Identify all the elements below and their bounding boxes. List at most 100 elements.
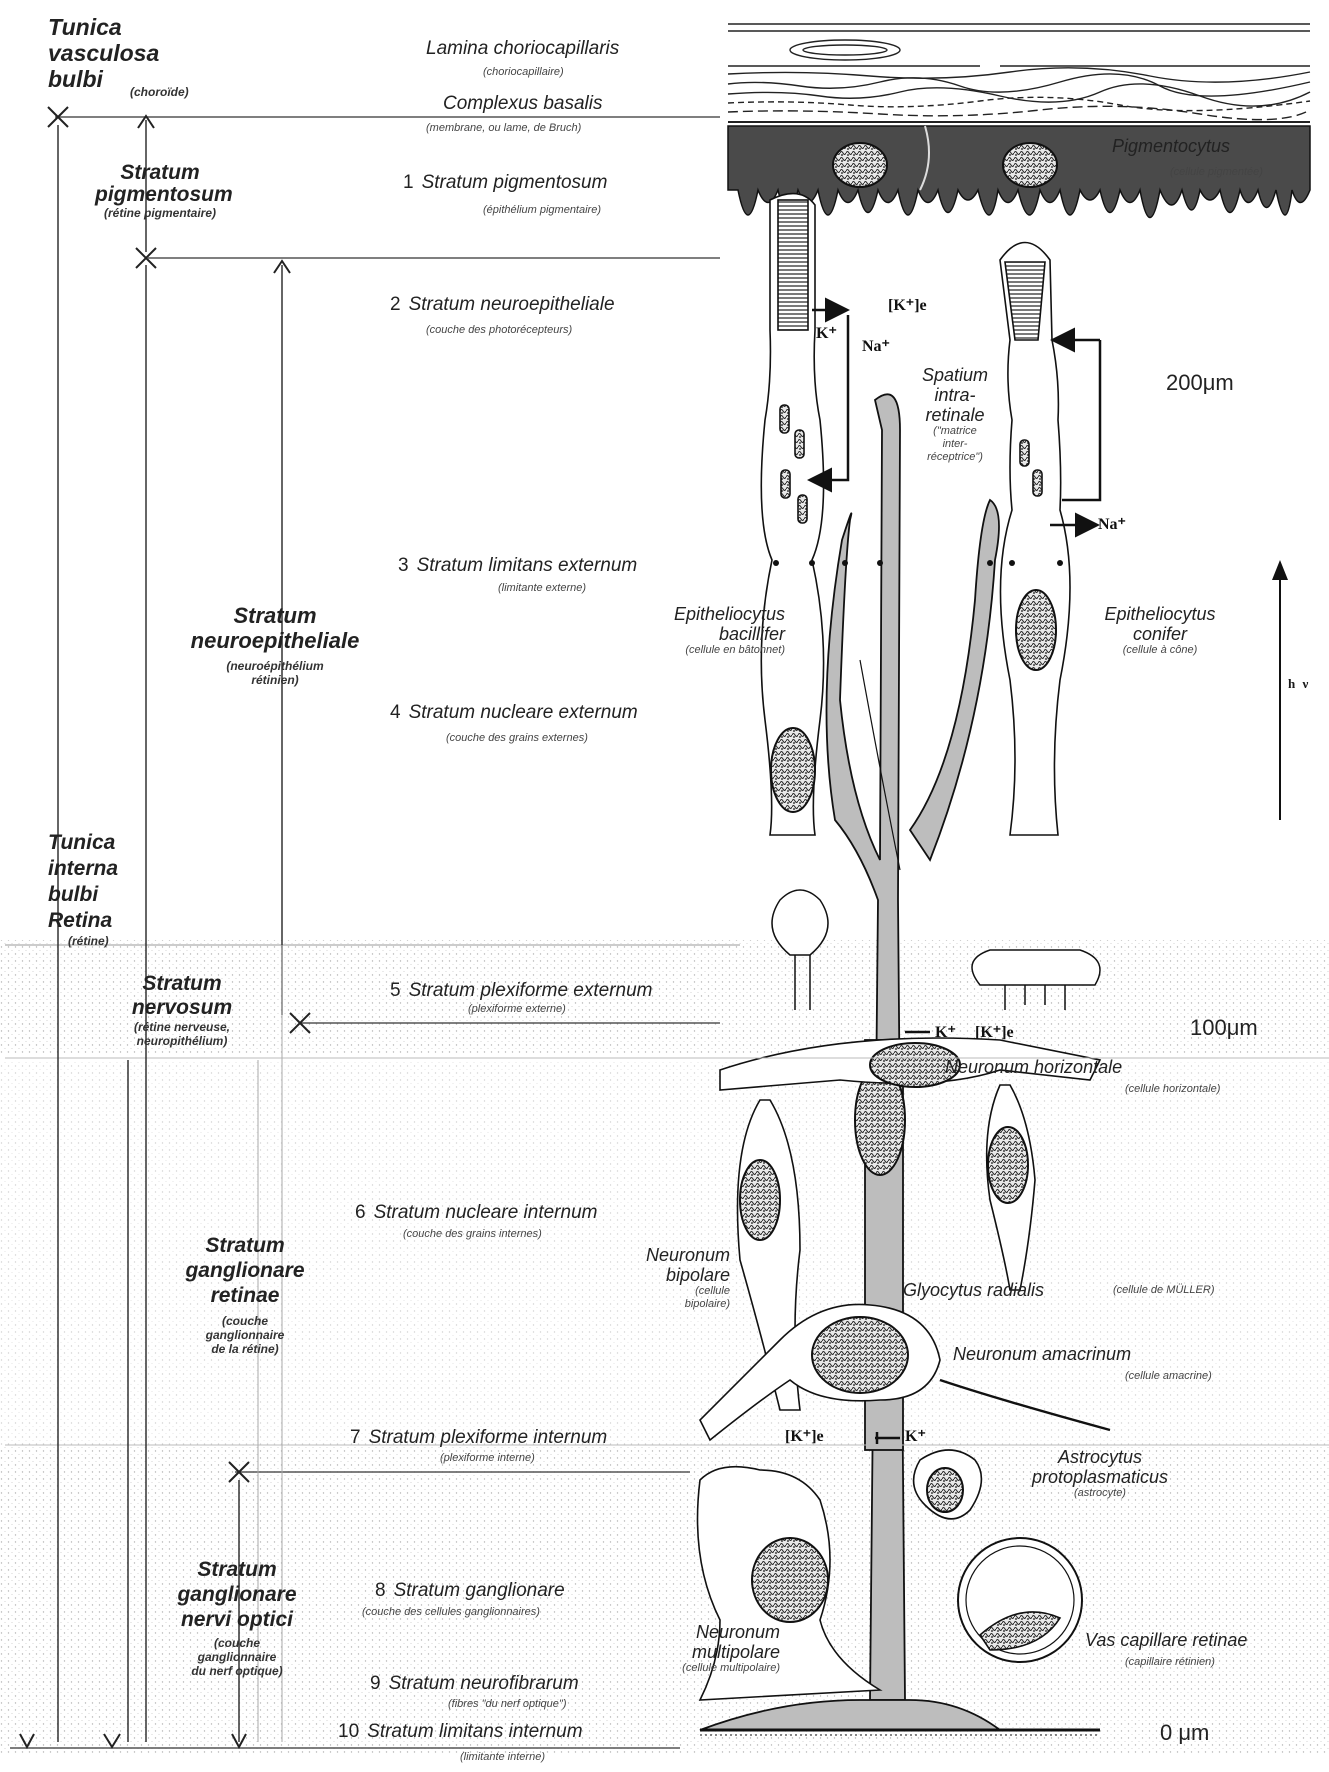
choroid-layers — [728, 24, 1310, 122]
label-spatium: Spatium intra- retinale ("matrice inter-… — [895, 365, 1015, 464]
label-bacillifer-sub: (cellule en bâtonnet) — [605, 644, 785, 657]
layer-9-sub: (fibres "du nerf optique") — [448, 1698, 566, 1710]
layer-2-sub: (couche des photorécepteurs) — [426, 324, 572, 336]
ion-k-plus-mid: K⁺ — [935, 1022, 956, 1042]
header-tunica-interna-sub: (rétine) — [68, 934, 118, 948]
layer-6-sub: (couche des grains internes) — [403, 1228, 542, 1240]
label-astrocytus-sub: (astrocyte) — [1010, 1487, 1190, 1500]
header-stratum-pigmentosum-title: Stratum pigmentosum — [95, 162, 225, 206]
label-pigmentocytus: Pigmentocytus — [1112, 136, 1230, 156]
layer-10-number: 10 — [338, 1721, 359, 1742]
layer-2-label: 2 Stratum neuroepitheliale — [390, 294, 615, 316]
ion-na-plus-cone: Na⁺ — [1098, 514, 1126, 534]
header-tunica-vasculosa-title: Tunica vasculosa bulbi — [48, 14, 159, 92]
layer-3-number: 3 — [398, 555, 409, 576]
label-amacrinum-sub: (cellule amacrine) — [1125, 1370, 1212, 1383]
layer-5-number: 5 — [390, 980, 401, 1001]
layer-8-label: 8 Stratum ganglionare — [375, 1580, 565, 1602]
header-stratum-nervosum-title: Stratum nervosum — [112, 972, 252, 1020]
light-label: h ν — [1288, 676, 1310, 692]
layer-2-name: Stratum neuroepitheliale — [409, 294, 615, 315]
layer-4-label: 4 Stratum nucleare externum — [390, 702, 638, 724]
layer-9-name: Stratum neurofibrarum — [389, 1673, 579, 1694]
layer-6-number: 6 — [355, 1202, 366, 1223]
scale-200um: 200μm — [1166, 370, 1234, 396]
header-stratum-ganglionare-retinae-title: Stratum ganglionare retinae — [160, 1233, 330, 1308]
layer-4-name: Stratum nucleare externum — [409, 702, 638, 723]
header-tunica-vasculosa-sub: (choroïde) — [130, 85, 189, 99]
header-stratum-neuroepitheliale-sub: (neuroépithélium rétinien) — [160, 659, 390, 687]
label-pigmentocytus-sub: (cellule pigmentée) — [1170, 166, 1263, 179]
layer-3-sub: (limitante externe) — [498, 582, 586, 594]
layer-7-sub: (plexiforme interne) — [440, 1452, 535, 1464]
label-bacillifer-name: Epitheliocytus bacillifer — [605, 604, 785, 644]
label-bacillifer: Epitheliocytus bacillifer (cellule en bâ… — [605, 604, 785, 657]
layer-4-number: 4 — [390, 702, 401, 723]
label-multipolare: Neuronum multipolare (cellule multipolai… — [610, 1622, 780, 1675]
layer-7-number: 7 — [350, 1427, 361, 1448]
header-stratum-ganglionare-retinae: Stratum ganglionare retinae (couche gang… — [160, 1233, 330, 1356]
label-astrocytus: Astrocytus protoplasmaticus (astrocyte) — [1010, 1447, 1190, 1500]
label-glyocytus-sub: (cellule de MÜLLER) — [1113, 1284, 1214, 1297]
label-choriocapillaris-sub: (choriocapillaire) — [483, 66, 564, 78]
cone-cell — [1000, 243, 1070, 836]
label-multipolare-name: Neuronum multipolare — [610, 1622, 780, 1662]
layer-2-number: 2 — [390, 294, 401, 315]
layer-1-label: 1 Stratum pigmentosum — [403, 172, 607, 194]
ion-k-plus-top: K⁺ — [816, 323, 837, 343]
layer-3-name: Stratum limitans externum — [417, 555, 638, 576]
label-astrocytus-name: Astrocytus protoplasmaticus — [1010, 1447, 1190, 1487]
header-tunica-vasculosa: Tunica vasculosa bulbi — [48, 14, 159, 92]
label-capillare-sub: (capillaire rétinien) — [1125, 1656, 1215, 1669]
layer-10-sub: (limitante interne) — [460, 1751, 545, 1763]
layer-5-sub: (plexiforme externe) — [468, 1003, 566, 1015]
label-horizontale: Neuronum horizontale — [945, 1057, 1122, 1077]
layer-1-name: Stratum pigmentosum — [422, 172, 608, 193]
layer-8-number: 8 — [375, 1580, 386, 1601]
label-complexus-basalis: Complexus basalis — [443, 93, 602, 115]
ion-ke-top: [K⁺]e — [888, 295, 927, 315]
header-stratum-ganglionare-retinae-sub: (couche ganglionnaire de la rétine) — [160, 1314, 330, 1356]
header-stratum-ganglionare-nervi: Stratum ganglionare nervi optici (couche… — [152, 1557, 322, 1678]
layer-8-name: Stratum ganglionare — [394, 1580, 565, 1601]
layer-7-name: Stratum plexiforme internum — [369, 1427, 608, 1448]
layer-5-name: Stratum plexiforme externum — [409, 980, 653, 1001]
light-arrow — [1272, 560, 1288, 820]
label-spatium-name: Spatium intra- retinale — [895, 365, 1015, 425]
label-choriocapillaris: Lamina choriocapillaris — [426, 38, 619, 60]
label-bipolare-name: Neuronum bipolare — [610, 1245, 730, 1285]
layer-3-label: 3 Stratum limitans externum — [398, 555, 637, 577]
header-stratum-neuroepitheliale: Stratum neuroepitheliale (neuroépithéliu… — [160, 603, 390, 687]
layer-10-label: 10 Stratum limitans internum — [338, 1721, 583, 1743]
header-stratum-pigmentosum: Stratum pigmentosum (rétine pigmentaire) — [95, 162, 225, 220]
label-conifer-name: Epitheliocytus conifer — [1080, 604, 1240, 644]
layer-5-label: 5 Stratum plexiforme externum — [390, 980, 653, 1002]
ion-ke-mid: [K⁺]e — [975, 1022, 1014, 1042]
layer-1-number: 1 — [403, 172, 414, 193]
header-stratum-pigmentosum-sub: (rétine pigmentaire) — [95, 206, 225, 220]
header-stratum-nervosum: Stratum nervosum (rétine nerveuse, neuro… — [112, 972, 252, 1048]
label-amacrinum: Neuronum amacrinum — [953, 1344, 1131, 1364]
header-tunica-interna: Tunica interna bulbi Retina (rétine) — [48, 830, 118, 948]
label-glyocytus: Glyocytus radialis — [903, 1280, 1044, 1300]
label-bipolare: Neuronum bipolare (cellule bipolaire) — [610, 1245, 730, 1311]
scale-100um: 100μm — [1190, 1015, 1258, 1041]
label-spatium-sub: ("matrice inter- réceptrice") — [895, 425, 1015, 464]
layer-9-number: 9 — [370, 1673, 381, 1694]
label-bipolare-sub: (cellule bipolaire) — [610, 1285, 730, 1311]
ion-ke-low: [K⁺]e — [785, 1426, 824, 1446]
layer-4-sub: (couche des grains externes) — [446, 732, 588, 744]
layer-6-name: Stratum nucleare internum — [374, 1202, 598, 1223]
header-stratum-neuroepitheliale-title: Stratum neuroepitheliale — [160, 603, 390, 653]
layer-7-label: 7 Stratum plexiforme internum — [350, 1427, 607, 1449]
layer-6-label: 6 Stratum nucleare internum — [355, 1202, 597, 1224]
ion-k-plus-low: K⁺ — [905, 1426, 926, 1446]
rod-cell — [761, 194, 823, 835]
label-horizontale-sub: (cellule horizontale) — [1125, 1083, 1220, 1096]
layer-10-name: Stratum limitans internum — [367, 1721, 582, 1742]
header-stratum-ganglionare-nervi-sub: (couche ganglionnaire du nerf optique) — [152, 1636, 322, 1678]
header-stratum-nervosum-sub: (rétine nerveuse, neuropithélium) — [112, 1020, 252, 1048]
layer-8-sub: (couche des cellules ganglionnaires) — [362, 1606, 540, 1618]
layer-1-sub: (épithélium pigmentaire) — [483, 204, 601, 216]
